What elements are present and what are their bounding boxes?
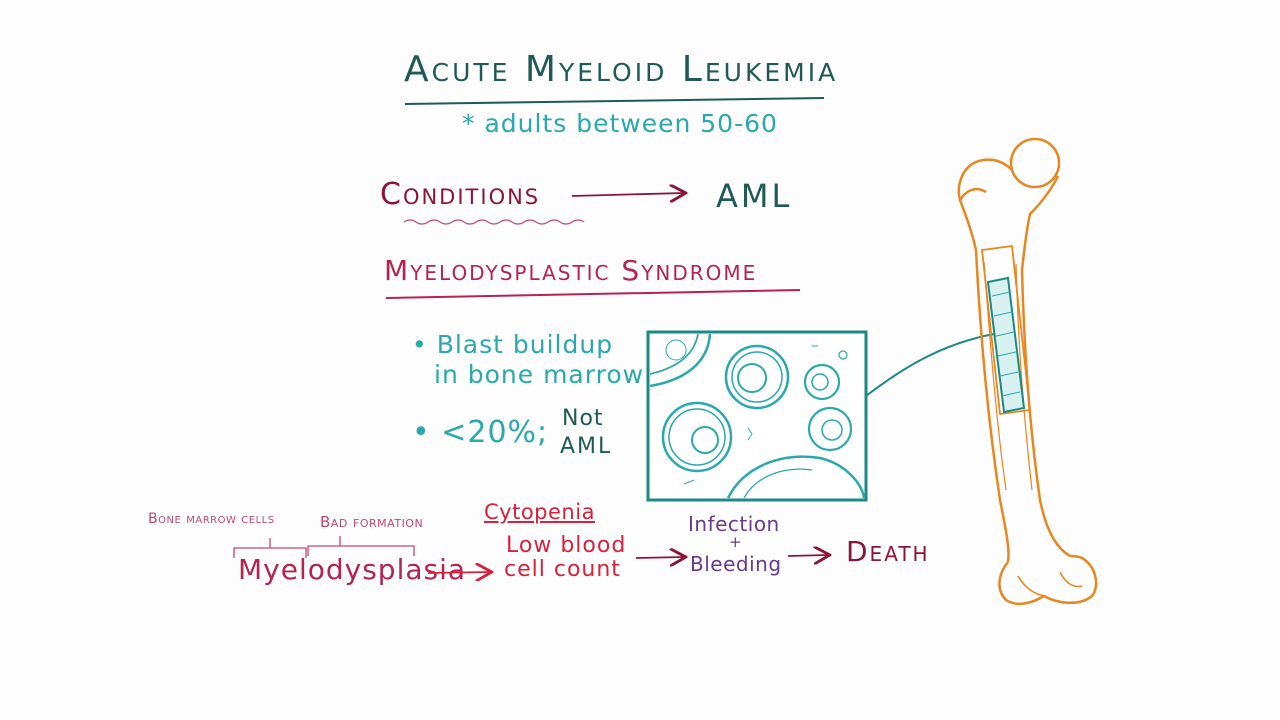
syndrome-underline: [386, 290, 800, 298]
arrow-to-infection: [636, 557, 684, 558]
femur-bone-icon: [959, 139, 1096, 604]
bracket-bad-formation: [308, 536, 414, 556]
bone-marrow-cells-icon: [648, 332, 866, 500]
conditions-arrow: [572, 193, 684, 196]
conditions-underline: [404, 220, 584, 224]
arrow-to-death: [788, 555, 828, 556]
marrow-connector: [866, 334, 994, 396]
arrow-to-low-blood: [428, 572, 490, 573]
title-underline: [405, 98, 824, 104]
bracket-bone-marrow: [234, 538, 306, 558]
